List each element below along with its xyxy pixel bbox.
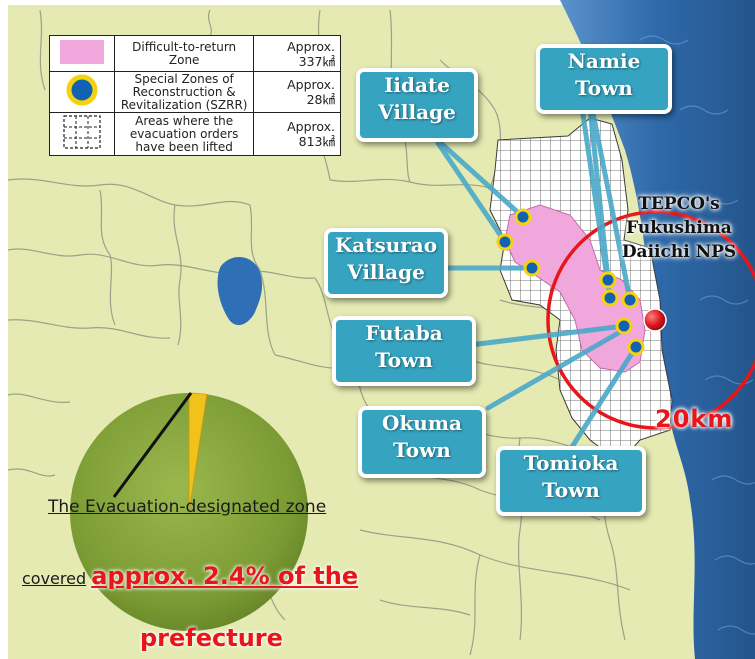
- szrr-marker: [601, 289, 619, 307]
- pie-pointer-line: [112, 392, 193, 498]
- caption-line2: covered approx. 2.4% of the: [22, 562, 358, 590]
- legend-value: Approx.337㎢: [252, 35, 342, 72]
- label-line1: Namie: [567, 49, 641, 73]
- power-plant-marker: [643, 308, 667, 332]
- szrr-marker: [627, 338, 645, 356]
- sea-waves: [639, 35, 755, 635]
- label-line2: Town: [542, 478, 600, 502]
- legend-value-line1: Approx.: [287, 38, 335, 54]
- label-line1: Tomioka: [523, 451, 619, 475]
- label-line2: Town: [375, 348, 433, 372]
- legend-value: Approx.28㎢: [252, 71, 342, 113]
- szrr-marker: [514, 208, 532, 226]
- label-line2: Town: [393, 438, 451, 462]
- label-line1: Okuma: [382, 411, 462, 435]
- plant-label-line1: TEPCO's: [638, 194, 720, 214]
- szrr-marker: [496, 233, 514, 251]
- plant-label: TEPCO's Fukushima Daiichi NPS: [600, 192, 755, 264]
- legend-row-szrr: Special Zones of Reconstruction & Revita…: [48, 71, 342, 113]
- lake: [217, 257, 263, 326]
- label-line1: Iidate: [384, 73, 450, 97]
- label-line2: Village: [378, 100, 456, 124]
- radius-label: 20km: [655, 405, 734, 433]
- radius-20km-circle: [546, 210, 755, 430]
- legend-value-line2: 28㎢: [306, 92, 335, 107]
- label-line2: Village: [347, 260, 425, 284]
- legend-row-lifted-areas: Areas where the evacuation orders have b…: [48, 112, 342, 156]
- plant-label-line2: Fukushima: [626, 218, 732, 238]
- szrr-marker: [523, 259, 541, 277]
- legend-description: Difficult-to-return Zone: [114, 35, 254, 72]
- dashed-grid-square-icon: [63, 115, 101, 149]
- pie-chart-evacuation-slice: [188, 392, 208, 513]
- leader-lines: [429, 105, 639, 453]
- szrr-markers: [496, 208, 645, 356]
- legend-symbol-cell: [48, 71, 116, 113]
- label-line2: Town: [575, 76, 633, 100]
- yellow-ring-icon: [66, 74, 98, 106]
- legend-value-line2: 813㎢: [298, 134, 335, 149]
- legend-description: Special Zones of Reconstruction & Revita…: [114, 71, 254, 113]
- pink-square-icon: [60, 39, 105, 64]
- legend-symbol-cell: [48, 112, 116, 156]
- legend-description: Areas where the evacuation orders have b…: [114, 112, 254, 156]
- caption-prefecture: prefecture: [140, 624, 283, 652]
- legend-value-line1: Approx.: [287, 77, 335, 92]
- szrr-marker: [621, 291, 639, 309]
- legend-value-line1: Approx.: [287, 119, 335, 134]
- legend-value-line2: 337㎢: [298, 53, 335, 69]
- legend-row-difficult-zone: Difficult-to-return Zone Approx.337㎢: [48, 35, 342, 72]
- legend-value: Approx.813㎢: [252, 112, 342, 156]
- caption-covered: covered: [22, 569, 87, 588]
- caption-line1: The Evacuation-designated zone: [48, 497, 327, 517]
- szrr-marker: [615, 317, 633, 335]
- szrr-marker: [599, 271, 617, 289]
- caption-approx: approx. 2.4% of the: [91, 562, 359, 590]
- legend-table: Difficult-to-return Zone Approx.337㎢ Spe…: [48, 35, 342, 156]
- plant-label-line3: Daiichi NPS: [621, 242, 737, 262]
- label-line1: Futaba: [365, 321, 443, 345]
- legend-symbol-cell: [48, 35, 116, 72]
- label-line1: Katsurao: [334, 233, 438, 257]
